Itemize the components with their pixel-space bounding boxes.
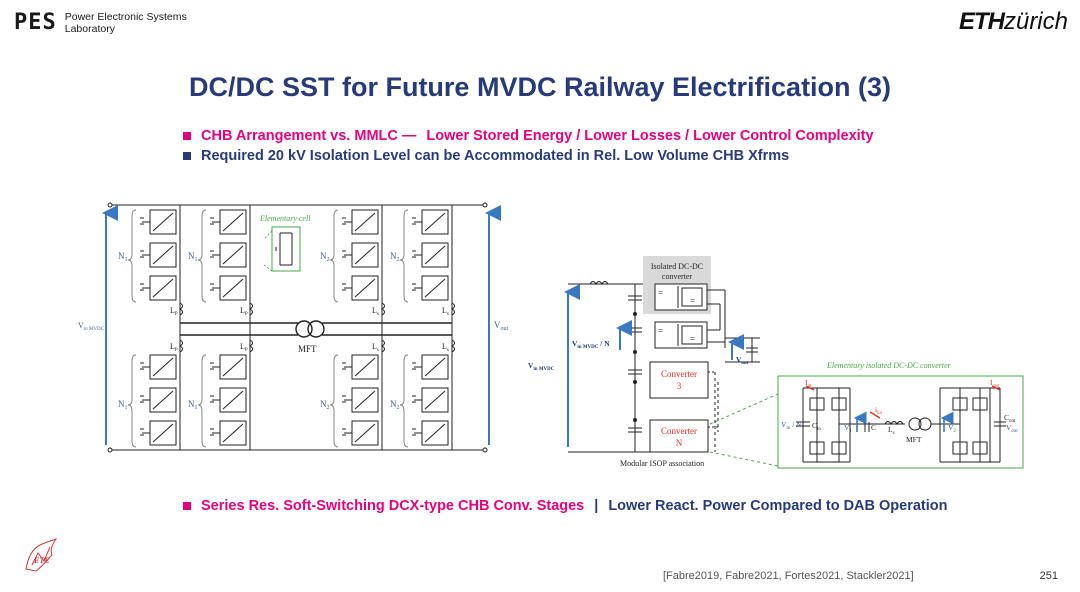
n2-label-bottom-right: N2 [390, 399, 400, 411]
bullet-square-icon [183, 152, 191, 160]
mft-label-right: MFT [906, 435, 922, 444]
iout-label: Iout [990, 378, 1000, 389]
citation: [Fabre2019, Fabre2021, Fortes2021, Stack… [663, 570, 914, 582]
lab-name-line2: Laboratory [64, 22, 115, 35]
bullet-2: Required 20 kV Isolation Level can be Ac… [183, 148, 874, 164]
n2-label-top-left: N2 [320, 251, 330, 263]
ete-logo: ETE [25, 538, 58, 572]
n1-label-bottom-left: N1 [118, 399, 128, 411]
pes-logo-mark: PES [14, 10, 57, 35]
isolated-label-2: converter [662, 272, 693, 281]
ls-label-3: Ls [372, 342, 379, 353]
n1-label-bottom-right: N1 [188, 399, 198, 411]
vout-elementary-label: Vout [1006, 423, 1018, 434]
ils-label: iLs [875, 405, 882, 416]
chb-circuit-diagram: Elementary cell N1 N1 N2 N2 N1 N1 N2 N2 … [78, 202, 509, 453]
vout-label: Vout [494, 320, 509, 332]
page-number: 251 [1039, 570, 1058, 582]
lp-label-3: LP [170, 342, 178, 353]
lp-label-1: LP [170, 306, 178, 317]
isolated-label-1: Isolated DC-DC [651, 262, 703, 271]
bullet-list: CHB Arrangement vs. MMLC — Lower Stored … [183, 128, 874, 168]
converter-n-label-a: Converter [661, 426, 697, 436]
dc-symbol-icon: = [690, 334, 695, 344]
eth-logo-bold: ETH [958, 8, 1005, 35]
vout-right-label: Vout [736, 355, 749, 366]
vin-n-label: Vin / N [781, 420, 802, 431]
v2-label: V2 [948, 423, 956, 434]
bottom-bullet-left: Series Res. Soft-Switching DCX-type CHB … [201, 498, 585, 514]
ls-label-2: Ls [442, 306, 449, 317]
bottom-bullet-separator: | [594, 498, 599, 514]
ete-logo-text: ETE [33, 556, 50, 565]
isop-label: Modular ISOP association [620, 459, 704, 468]
ls-label-right: Ls [888, 425, 895, 436]
bullet-square-icon [183, 502, 191, 510]
eth-logo-rest: zürich [1003, 8, 1068, 35]
n2-label-bottom-left: N2 [320, 399, 330, 411]
vin-mvdc-label: Vin MVDC [78, 321, 105, 332]
eth-logo: ETHzürich [959, 8, 1068, 36]
n1-label-top-right: N1 [188, 251, 198, 263]
lp-label-4: LP [240, 342, 248, 353]
lp-label-2: LP [240, 306, 248, 317]
ls-label-1: Ls [372, 306, 379, 317]
dc-symbol-icon: = [658, 326, 663, 336]
lab-name: Power Electronic Systems Laboratory [65, 11, 187, 35]
n1-label-top-left: N1 [118, 251, 128, 263]
converter-n-label-b: N [676, 438, 683, 448]
cell-stacks [139, 209, 449, 446]
isop-circuit-diagram: Isolated DC-DC converter = = = = Convert… [528, 256, 1024, 469]
converter-3-label-a: Converter [661, 369, 697, 379]
bullet-square-icon [183, 132, 191, 140]
cout-label: Cout [1004, 413, 1016, 424]
vin-mvdc-n-label: Vin MVDC / N [572, 339, 610, 350]
bullet-1-rest: Lower Stored Energy / Lower Losses / Low… [426, 128, 874, 144]
bullet-2-text: Required 20 kV Isolation Level can be Ac… [201, 148, 790, 164]
bottom-bullet: Series Res. Soft-Switching DCX-type CHB … [183, 498, 948, 514]
bottom-bullet-right: Lower React. Power Compared to DAB Opera… [608, 498, 948, 514]
dc-symbol-icon: = [658, 288, 663, 298]
c-label: C [871, 423, 876, 432]
v1-label: V1 [844, 423, 852, 434]
ls-label-4: Ls [442, 342, 449, 353]
n2-label-top-right: N2 [390, 251, 400, 263]
iin-label: Iin [805, 378, 812, 389]
elementary-cell-label: Elementary cell [259, 214, 311, 223]
lab-name-line1: Power Electronic Systems [64, 10, 187, 23]
bullet-1: CHB Arrangement vs. MMLC — Lower Stored … [183, 128, 874, 144]
bullet-1-lead: CHB Arrangement vs. MMLC — [201, 128, 417, 144]
mft-label: MFT [298, 344, 317, 354]
dc-symbol-icon: = [690, 296, 695, 306]
elementary-converter-label: Elementary isolated DC-DC converter [826, 361, 952, 370]
cin-label: Cin [812, 421, 821, 432]
vin-mvdc-right-label: Vin MVDC [528, 361, 555, 372]
pes-logo: PES Power Electronic Systems Laboratory [14, 10, 187, 35]
slide-title: DC/DC SST for Future MVDC Railway Electr… [188, 72, 892, 102]
converter-3-label-b: 3 [677, 381, 682, 391]
